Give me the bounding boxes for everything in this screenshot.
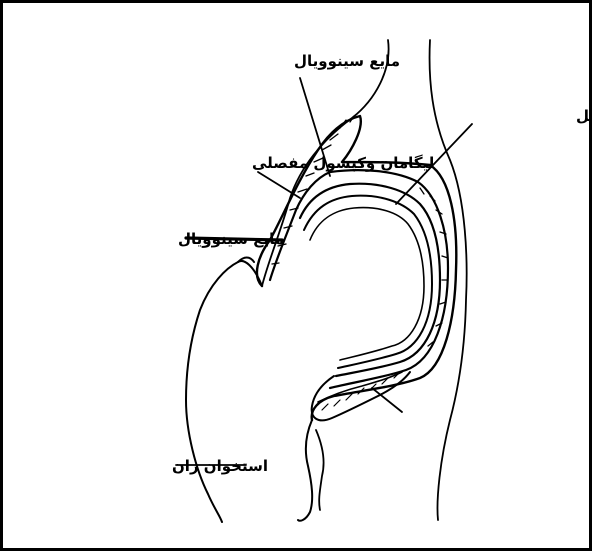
leader-ligament-capsule bbox=[258, 172, 300, 198]
cartilage-layer-3 bbox=[310, 208, 424, 360]
label-ligament-capsule: لیگامان وکپسول مفصلی bbox=[252, 154, 434, 173]
label-femur: استخوان ران bbox=[172, 457, 268, 475]
label-synovial-fluid-mid: مایع سینوویال bbox=[178, 230, 284, 248]
femur-right-outline bbox=[298, 420, 312, 521]
label-synovial-fluid-top: مایع سینوویال bbox=[294, 52, 400, 70]
label-articular-cartilage: غضروف مفصل bbox=[576, 107, 592, 125]
femur-left-outline bbox=[186, 261, 262, 522]
cartilage-layer-1 bbox=[300, 184, 440, 376]
acetabular-lower-rim bbox=[312, 372, 410, 420]
lesser-trochanter bbox=[316, 430, 324, 510]
